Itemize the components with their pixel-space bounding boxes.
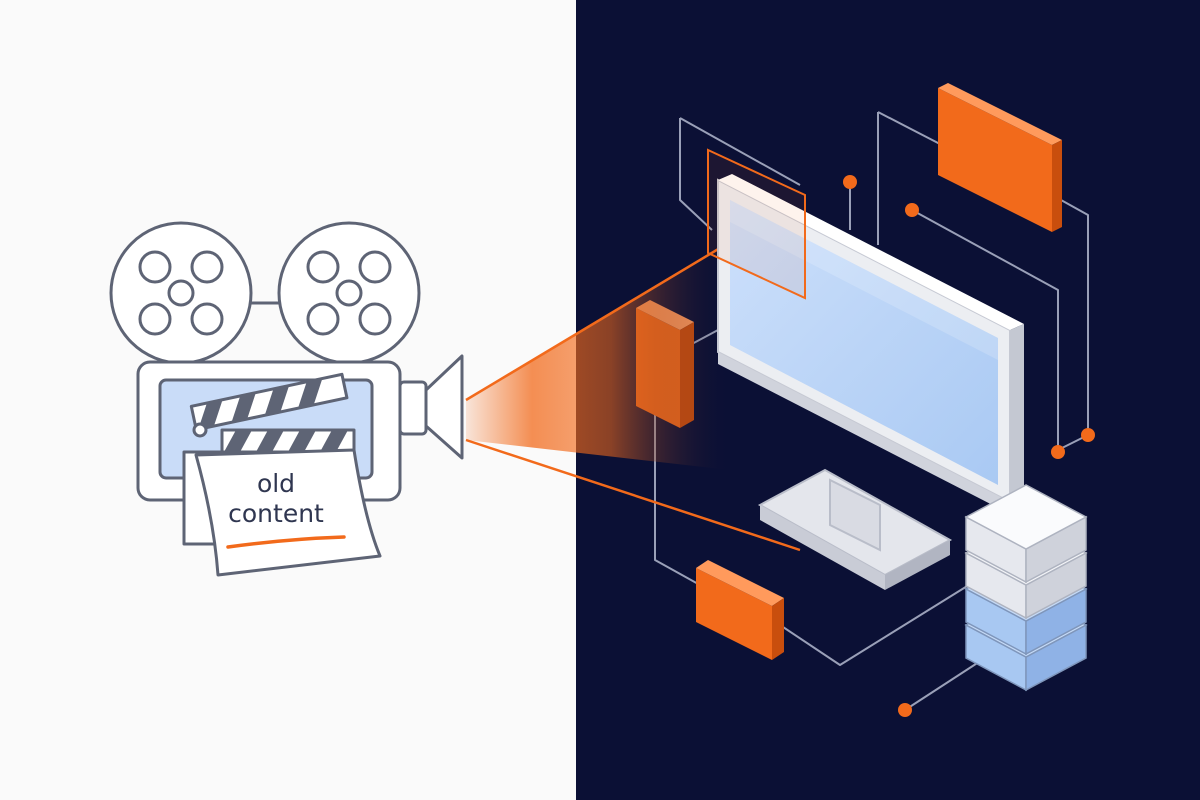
orange-block-bottom: [696, 560, 784, 660]
server-stack-icon: [964, 484, 1088, 692]
old-content-note: old content: [194, 448, 382, 577]
orange-block-top: [938, 83, 1062, 232]
film-reel-right: [277, 221, 421, 365]
film-reel-left: [109, 221, 253, 365]
camera-lens-mount: [398, 380, 428, 436]
note-underline: [226, 535, 346, 549]
note-text-line-2: content: [228, 499, 324, 528]
computer-monitor-icon: [717, 174, 1024, 590]
monitor-screen: [730, 200, 998, 485]
note-text-line-1: old: [257, 469, 295, 498]
projection-beam: [466, 248, 730, 470]
circuit-dots: [843, 175, 1095, 717]
orange-outline-frame: [707, 148, 806, 300]
camera-lens: [424, 354, 464, 460]
